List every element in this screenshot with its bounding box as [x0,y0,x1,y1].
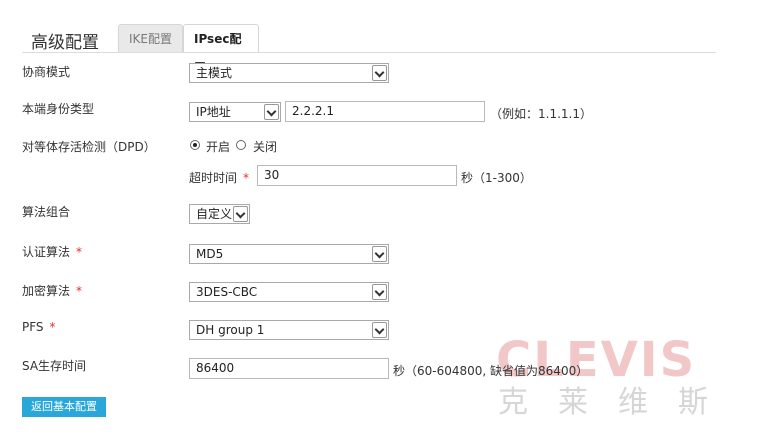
required-mark: * [243,171,250,185]
local-id-hint: （例如：1.1.1.1） [490,107,592,121]
local-id-type-select[interactable]: IP地址 [189,102,281,122]
dpd-label: 对等体存活检测（DPD） [22,140,156,154]
required-mark: * [49,320,56,334]
chevron-down-icon [233,206,248,222]
local-id-ip-input[interactable]: 2.2.2.1 [285,101,485,122]
chevron-down-icon [372,322,387,338]
local-id-type-label: 本端身份类型 [22,102,95,116]
tab-divider [22,52,716,53]
dpd-radio-off[interactable] [236,140,246,150]
negotiation-mode-select[interactable]: 主模式 [189,63,389,83]
chevron-down-icon [264,104,279,120]
auth-algorithm-label: 认证算法 * [22,243,82,260]
chevron-down-icon [372,65,387,81]
local-id-type-value: IP地址 [196,105,231,119]
encrypt-algorithm-select[interactable]: 3DES-CBC [189,282,389,302]
timeout-label: 超时时间 * [189,169,249,186]
required-mark: * [76,245,83,259]
pfs-select[interactable]: DH group 1 [189,320,389,340]
back-to-basic-button[interactable]: 返回基本配置 [22,397,106,417]
dpd-off-label: 关闭 [253,140,278,154]
timeout-input[interactable]: 30 [257,165,457,186]
algorithm-suite-select[interactable]: 自定义 [189,204,250,224]
watermark-logo-text: CLEVIS [496,332,697,388]
algorithm-suite-value: 自定义 [196,207,233,221]
encrypt-algorithm-value: 3DES-CBC [196,285,258,299]
encrypt-algorithm-label: 加密算法 * [22,282,82,299]
dpd-on-label: 开启 [206,140,231,154]
chevron-down-icon [372,284,387,300]
encrypt-algorithm-label-text: 加密算法 [22,284,71,298]
watermark-logo-cn: 克莱维斯 [498,385,738,420]
dpd-radio-on[interactable] [190,140,200,150]
auth-algorithm-select[interactable]: MD5 [189,244,389,264]
tab-ipsec[interactable]: IPsec配置 [183,24,259,75]
sa-lifetime-hint: 秒（60-604800, 缺省值为86400） [393,364,589,378]
auth-algorithm-label-text: 认证算法 [22,245,71,259]
pfs-value: DH group 1 [196,323,265,337]
timeout-hint: 秒（1-300） [461,171,532,185]
sa-lifetime-input[interactable]: 86400 [189,358,389,379]
required-mark: * [76,284,83,298]
page-title: 高级配置 [31,33,99,53]
negotiation-mode-label: 协商模式 [22,65,71,79]
timeout-label-text: 超时时间 [189,171,238,185]
sa-lifetime-label: SA生存时间 [22,359,87,373]
tab-ike[interactable]: IKE配置 [118,24,183,53]
pfs-label-text: PFS [22,320,44,334]
pfs-label: PFS * [22,320,56,334]
chevron-down-icon [372,246,387,262]
algorithm-suite-label: 算法组合 [22,205,71,219]
negotiation-mode-value: 主模式 [196,66,233,80]
auth-algorithm-value: MD5 [196,247,224,261]
